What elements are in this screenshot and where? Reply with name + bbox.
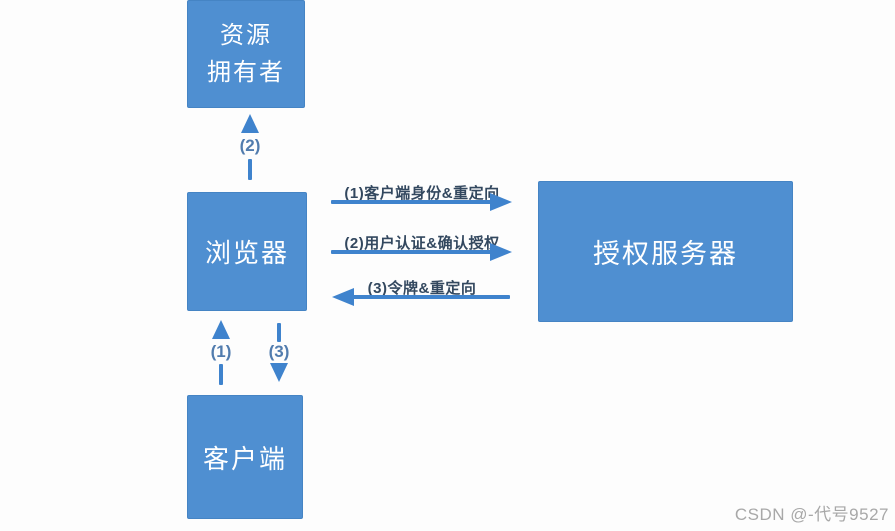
node-resource-owner: 资源 拥有者 — [187, 0, 305, 108]
flow-1-label: (1)客户端身份&重定向 — [344, 185, 500, 202]
arrow-shaft — [219, 364, 223, 385]
arrow-right-icon — [490, 193, 512, 211]
auth-server-label: 授权服务器 — [593, 239, 738, 269]
flow-2-label: (2)用户认证&确认授权 — [344, 235, 500, 252]
arrow-down-icon — [270, 363, 288, 382]
flow-3-label: (3)令牌&重定向 — [367, 280, 477, 297]
arrow-shaft — [331, 200, 492, 204]
arrow-up-icon — [241, 114, 259, 133]
csdn-watermark: CSDN @-代号9527 — [734, 505, 889, 524]
client-label: 客户端 — [202, 443, 287, 474]
step-3-label: (3) — [268, 342, 290, 361]
arrow-shaft — [353, 295, 510, 299]
arrow-shaft — [331, 250, 492, 254]
resource-owner-label-line1: 资源 — [220, 22, 272, 49]
step-2-label: (2) — [239, 136, 261, 155]
node-client: 客户端 — [187, 395, 303, 519]
node-auth-server: 授权服务器 — [538, 181, 793, 322]
node-browser: 浏览器 — [187, 192, 307, 311]
step-1-label: (1) — [210, 342, 232, 361]
arrow-shaft — [248, 159, 252, 180]
arrow-right-icon — [490, 243, 512, 261]
arrow-left-icon — [332, 288, 354, 306]
arrow-up-icon — [212, 320, 230, 339]
arrow-shaft — [277, 323, 281, 342]
browser-label: 浏览器 — [204, 238, 289, 268]
resource-owner-label-line2: 拥有者 — [207, 59, 285, 86]
